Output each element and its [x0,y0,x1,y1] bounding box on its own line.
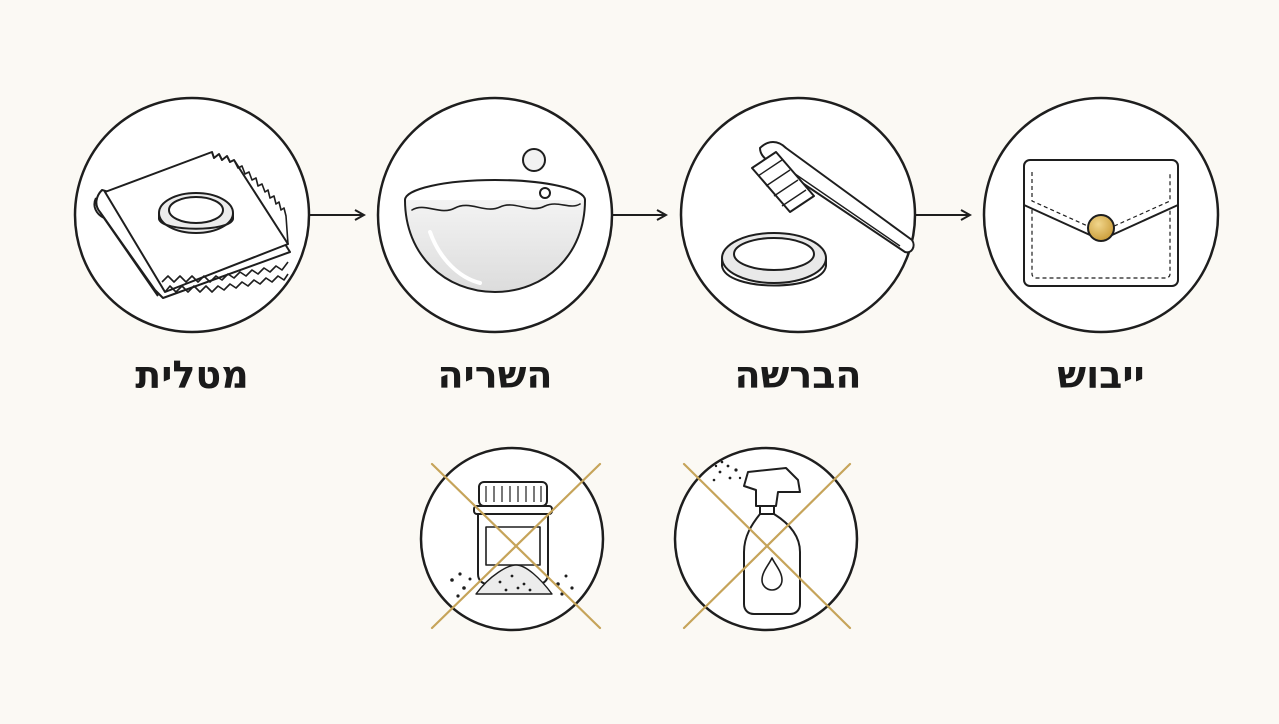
step-1-circle [73,96,311,334]
step-2-label: השריה [437,353,553,397]
step-2-circle [376,96,614,334]
step-3-circle [679,96,917,334]
spray-bottle-icon [712,460,801,615]
step-3-label: הברשה [734,353,862,397]
warning-1-circle [419,446,605,632]
cloth-with-ring-icon [93,151,291,299]
step-1-label: מטלית [135,353,249,397]
warning-2-circle [673,446,859,632]
prohibited-cross-icon [682,462,852,630]
toothbrush-and-ring-icon [721,141,915,287]
pouch-icon [1023,159,1179,287]
prohibited-cross-icon [430,462,602,630]
soaking-bowl-icon [404,148,586,294]
step-4-circle [982,96,1220,334]
step-4-label: ייבוש [1057,353,1145,397]
